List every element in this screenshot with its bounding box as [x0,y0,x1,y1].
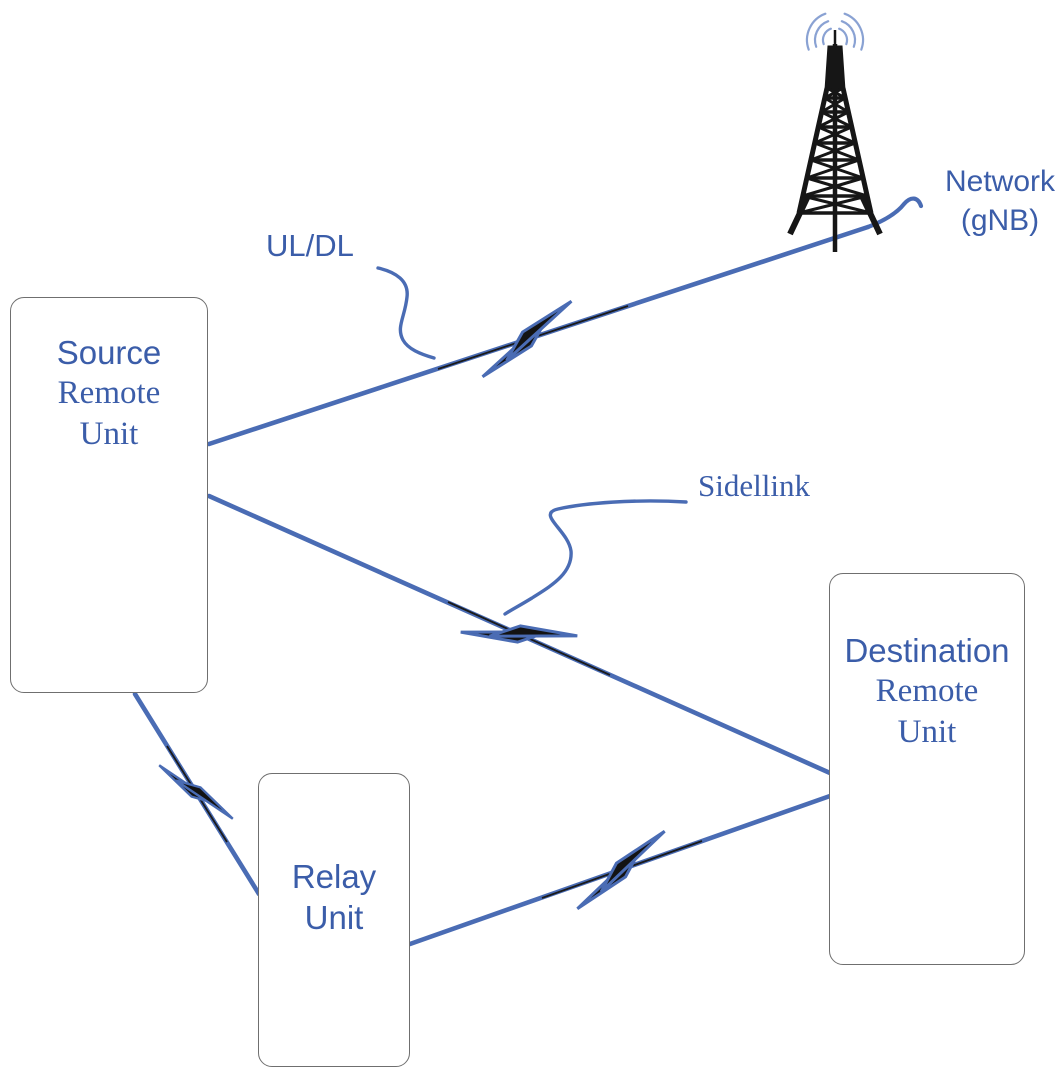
uldl-callout-squiggle [376,266,436,360]
callout-squiggles [376,266,688,616]
lightning-bolt-icon [158,745,234,839]
relay-title-2: Unit [304,899,364,936]
radio-waves-icon [805,12,865,51]
bolt-accent-lines [166,305,703,899]
uldl-label: UL/DL [266,228,354,263]
network-label-line1: Network [944,165,1056,198]
link-lines [132,196,924,947]
node-destination-remote-unit: Destination Remote Unit [829,573,1025,965]
source-subtitle-2: Unit [79,416,139,452]
destination-title: Destination [844,632,1010,669]
cell-tower-icon [787,30,883,252]
node-source-remote-unit: Source Remote Unit [10,297,208,693]
lightning-bolt-icon [561,829,681,911]
sidelink-label: Sidellink [698,468,810,503]
node-relay-unit: Relay Unit [258,773,410,1067]
source-title: Source [56,334,162,371]
network-callout-hook [865,196,924,230]
network-gnb-label: Network (gNB) [920,162,1062,240]
network-label-line2: (gNB) [960,204,1040,237]
destination-subtitle-2: Unit [897,714,957,750]
sidelink-callout-squiggle [503,499,688,616]
relay-title-1: Relay [291,858,377,895]
destination-subtitle-1: Remote [875,673,979,709]
source-subtitle-1: Remote [57,375,161,411]
lightning-bolt-icon [467,299,587,379]
